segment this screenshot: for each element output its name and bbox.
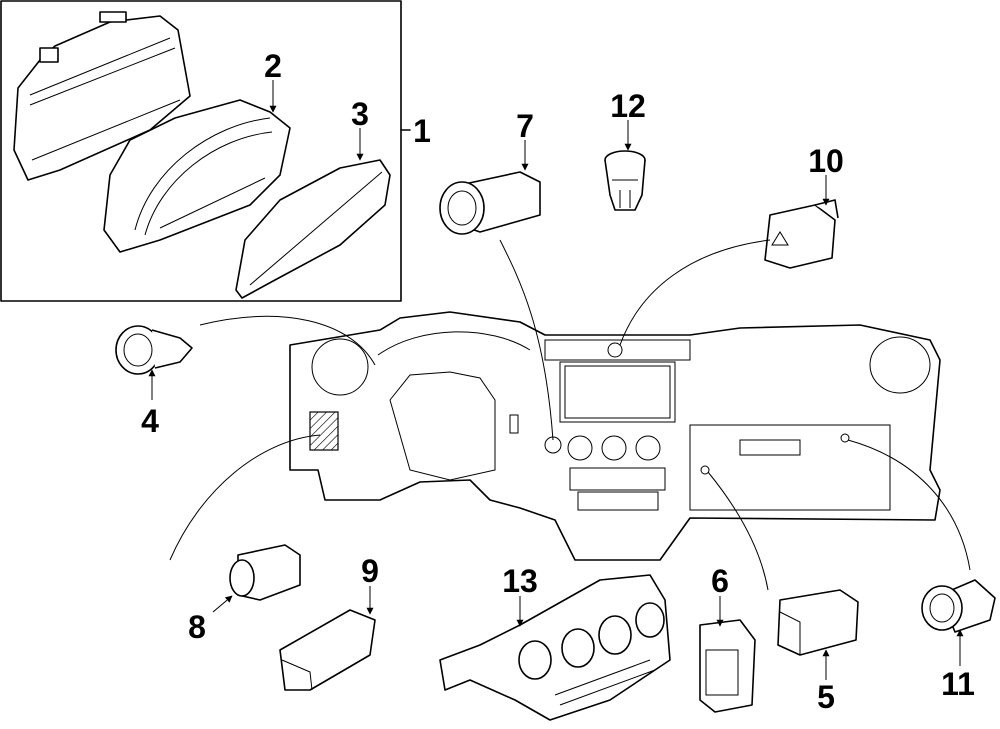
callout-9: 9	[361, 553, 379, 589]
cluster-assembly-box	[0, 0, 411, 302]
callout-6: 6	[711, 563, 729, 599]
callout-1: 1	[413, 113, 431, 149]
part-6-switch	[699, 619, 756, 713]
callout-12: 12	[610, 88, 646, 124]
cluster-meter	[103, 99, 291, 253]
part-9-switch	[279, 609, 376, 691]
callout-labels: 1 2 3 4 5 6 7 8 9 10 11 12 13	[141, 48, 975, 715]
callout-10: 10	[808, 143, 844, 179]
callout-8: 8	[188, 609, 206, 645]
part-8-switch	[229, 544, 301, 601]
part-13-climate-control	[439, 574, 671, 721]
callout-13: 13	[502, 563, 538, 599]
part-10-hazard-switch	[764, 199, 839, 269]
callout-3: 3	[351, 96, 369, 132]
callout-7: 7	[516, 108, 534, 144]
cluster-glass	[235, 159, 391, 299]
part-5-switch	[777, 589, 859, 656]
dashboard-outline	[289, 311, 941, 561]
part-12-clip	[604, 150, 646, 211]
cluster-back-housing	[13, 11, 191, 181]
callout-4: 4	[141, 403, 159, 439]
callout-2: 2	[264, 48, 282, 84]
part-7-switch	[439, 171, 541, 235]
part-4-switch	[115, 325, 193, 375]
callout-arrows	[148, 80, 964, 680]
leader-lines	[169, 239, 971, 591]
callout-11: 11	[941, 666, 975, 702]
part-11-switch	[921, 579, 996, 633]
callout-5: 5	[817, 679, 835, 715]
